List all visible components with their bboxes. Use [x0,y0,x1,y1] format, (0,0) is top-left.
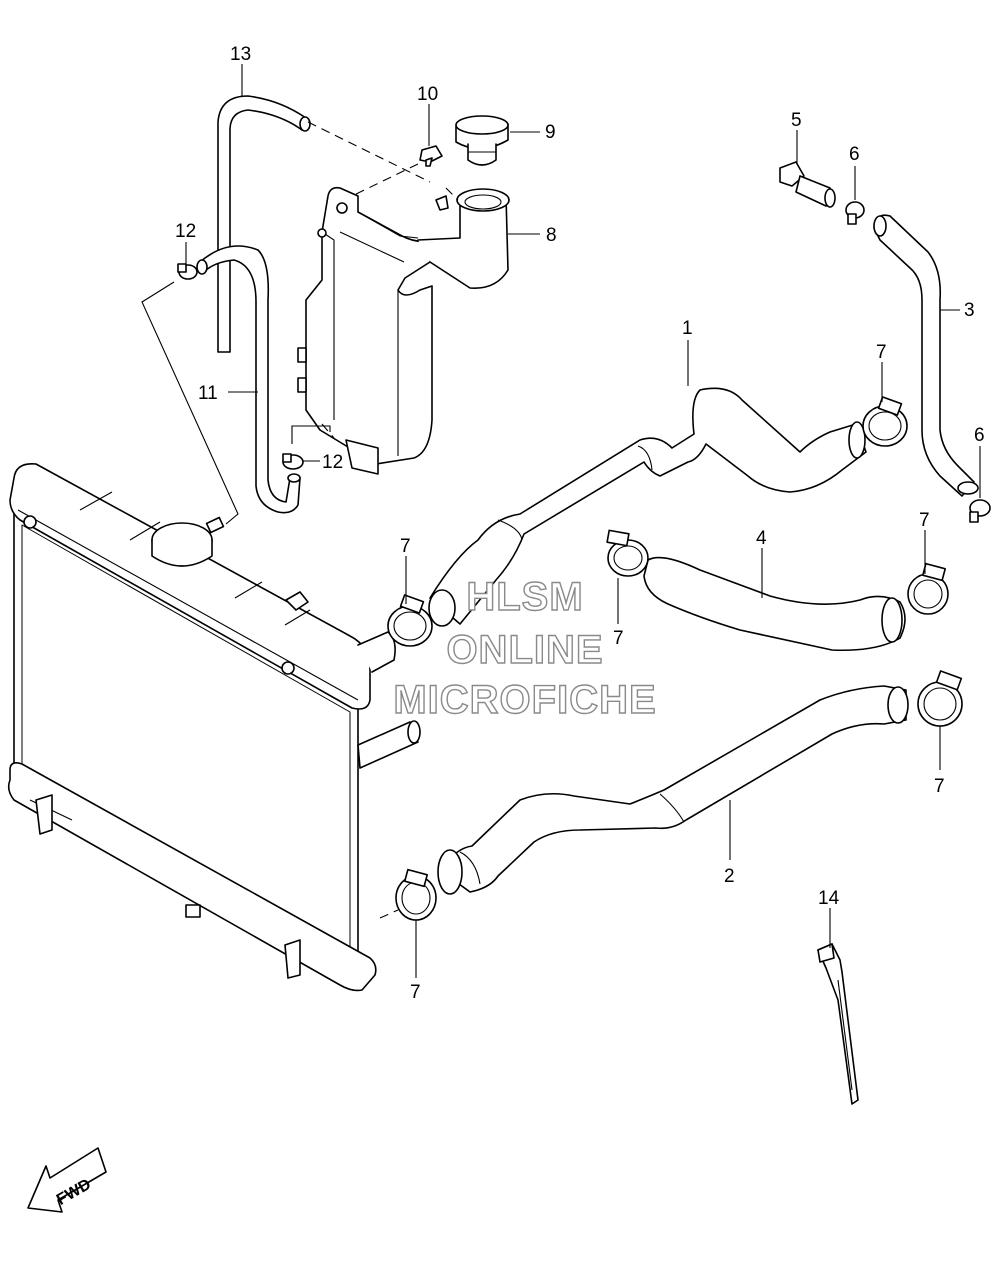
clamp-7-f[interactable] [395,868,437,921]
hose-3[interactable] [873,214,975,497]
watermark-line-3: MICROFICHE [393,677,657,722]
callout-10: 10 [417,84,438,105]
callout-7-d: 7 [919,510,930,531]
watermark-line-2: ONLINE [446,627,604,672]
callout-7-e: 7 [934,776,945,797]
callout-14: 14 [818,888,840,909]
callout-6-upper: 6 [849,144,860,165]
clamp-12-lower[interactable] [282,453,304,470]
callout-6-lower: 6 [974,425,985,446]
callout-7-b: 7 [876,342,887,363]
cable-tie-14[interactable] [817,943,859,1105]
clamp-7-b[interactable] [862,396,908,447]
watermark-line-1: HLSM [466,574,584,619]
callout-7-c: 7 [613,628,624,649]
callout-12-upper: 12 [175,221,196,242]
clamp-7-d[interactable] [907,562,949,615]
clamp-12-upper[interactable] [177,263,198,280]
callout-7-f: 7 [410,982,421,1003]
radiator[interactable] [7,462,421,992]
hose-1[interactable] [429,387,867,625]
callout-labels: 13 10 9 8 5 6 3 6 12 11 12 1 7 7 7 4 7 7… [175,44,985,1003]
clamp-7-c[interactable] [606,529,649,577]
callout-13: 13 [230,44,251,65]
callout-4: 4 [756,528,767,549]
clamp-7-e[interactable] [917,670,963,727]
hose-11[interactable] [199,245,301,514]
callout-8: 8 [546,225,557,246]
reservoir-cap[interactable] [455,115,509,166]
callout-2: 2 [724,866,735,887]
callout-12-lower: 12 [322,452,343,473]
bolt-10[interactable] [419,145,449,211]
leader-lines [141,64,981,978]
hose-4[interactable] [643,556,906,652]
reservoir-tank[interactable] [297,186,510,475]
callout-1: 1 [682,318,693,339]
callout-3: 3 [964,300,975,321]
clamp-6-lower[interactable] [969,499,991,523]
callout-5: 5 [791,110,802,131]
fwd-arrow-icon: FWD [27,1147,107,1213]
callout-9: 9 [545,122,556,143]
callout-7-a: 7 [400,536,411,557]
clamp-6-upper[interactable] [845,201,865,225]
callout-11: 11 [198,383,218,404]
union-5[interactable] [779,161,836,208]
